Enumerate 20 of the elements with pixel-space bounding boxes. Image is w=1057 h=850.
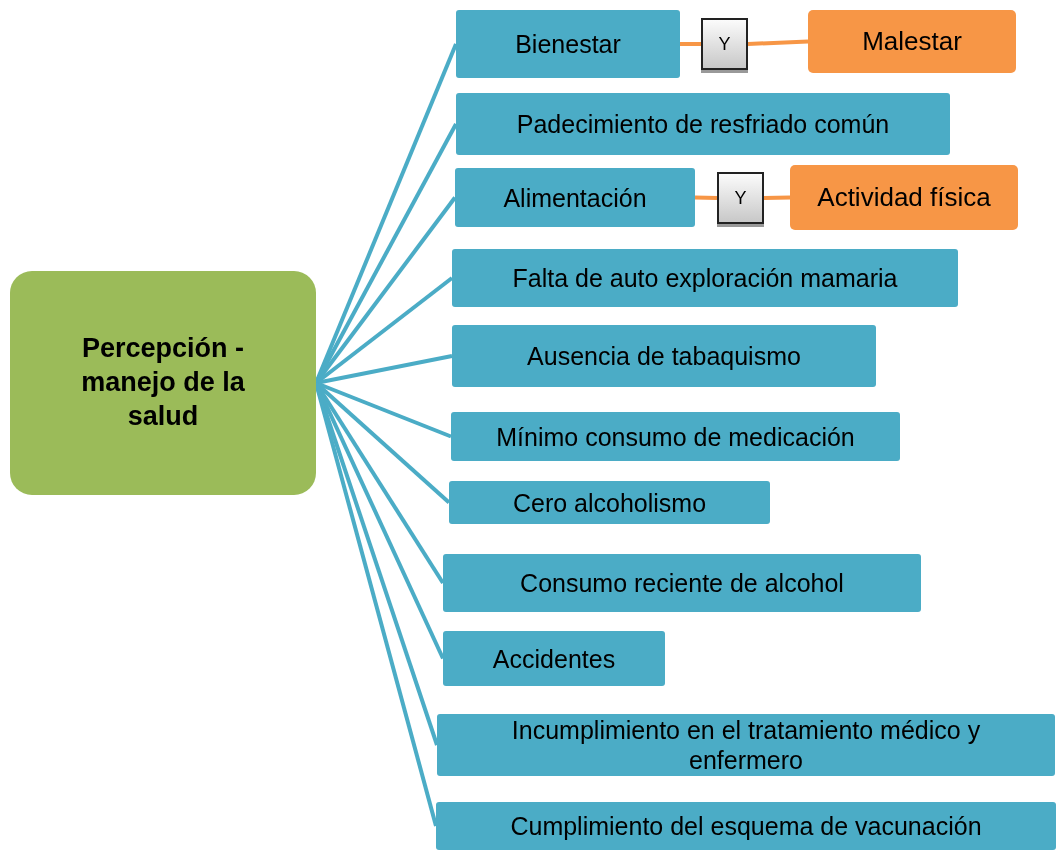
connector-line (694, 195, 718, 200)
factor-box: Padecimiento de resfriado común (456, 93, 950, 155)
factor-box: Alimentación (455, 168, 695, 227)
factor-box: Bienestar (456, 10, 680, 78)
factor-box: Consumo reciente de alcohol (443, 554, 921, 612)
related-factor-box: Malestar (808, 10, 1016, 73)
factor-box: Ausencia de tabaquismo (452, 325, 876, 387)
factor-box: Accidentes (443, 631, 665, 686)
connector-line (680, 42, 701, 46)
conjunction-box: Y (701, 18, 748, 70)
factor-box: Incumplimiento en el tratamiento médico y enfermero (437, 714, 1055, 776)
related-factor-box: Actividad física (790, 165, 1018, 230)
factor-box: Falta de auto exploración mamaria (452, 249, 958, 307)
connector-line (763, 195, 791, 200)
factor-box: Mínimo consumo de medicación (451, 412, 900, 461)
topic-box: Percepción - manejo de la salud (10, 271, 316, 495)
conjunction-box: Y (717, 172, 764, 224)
connector-line (747, 39, 809, 46)
factor-box: Cero alcoholismo (449, 481, 770, 524)
factor-box: Cumplimiento del esquema de vacunación (436, 802, 1056, 850)
